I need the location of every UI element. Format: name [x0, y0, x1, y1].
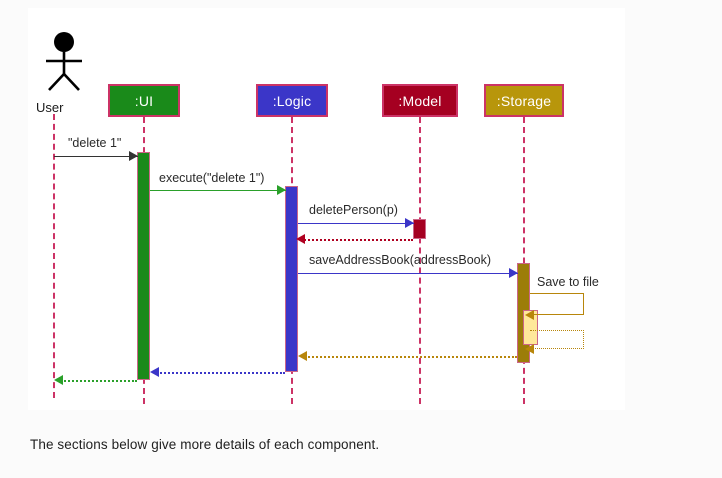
self-return-bracket-storage [530, 330, 584, 349]
lifeline-model [419, 117, 421, 404]
participant-model-label: :Model [398, 92, 442, 109]
message-line-save-address-book [298, 273, 518, 274]
message-arrowhead-delete-1 [129, 151, 138, 161]
self-return-arrowhead-storage [525, 344, 534, 354]
message-arrowhead-delete-person [405, 218, 414, 228]
lifeline-storage [523, 117, 525, 404]
message-arrowhead-ui-return [54, 375, 63, 385]
activation-bar-model [413, 219, 426, 239]
actor-user-label: User [36, 100, 64, 115]
self-call-bracket-save-to-file [530, 293, 584, 315]
message-label-save-address-book: saveAddressBook(addressBook) [309, 253, 492, 267]
message-line-delete-1 [54, 156, 138, 157]
message-arrowhead-storage-return [298, 351, 307, 361]
stick-figure-icon [46, 32, 82, 91]
message-line-delete-person [298, 223, 414, 224]
message-line-logic-return [157, 372, 285, 374]
message-line-execute [150, 190, 286, 191]
activation-bar-logic [285, 186, 298, 372]
message-label-execute: execute("delete 1") [159, 171, 265, 185]
message-arrowhead-execute [277, 185, 286, 195]
participant-ui-label: :UI [134, 92, 154, 109]
message-line-model-return [301, 239, 413, 241]
message-label-delete-person: deletePerson(p) [309, 203, 398, 217]
message-line-storage-return [305, 356, 517, 358]
participant-ui[interactable]: :UI [108, 84, 180, 117]
participant-logic-label: :Logic [272, 92, 312, 109]
participant-storage[interactable]: :Storage [484, 84, 564, 117]
message-arrowhead-save-address-book [509, 268, 518, 278]
message-label-save-to-file: Save to file [537, 275, 599, 289]
participant-storage-label: :Storage [496, 92, 552, 109]
message-line-ui-return [61, 380, 137, 382]
participant-logic[interactable]: :Logic [256, 84, 328, 117]
message-label-delete-1: "delete 1" [68, 136, 122, 150]
participant-model[interactable]: :Model [382, 84, 458, 117]
actor-user [38, 30, 90, 97]
sequence-diagram-canvas: User :UI :Logic :Model :Storage "delete … [28, 8, 625, 410]
message-arrowhead-model-return [296, 234, 305, 244]
lifeline-user [53, 114, 55, 398]
self-call-arrowhead-save-to-file [525, 310, 534, 320]
message-arrowhead-logic-return [150, 367, 159, 377]
activation-bar-ui [137, 152, 150, 380]
caption-text: The sections below give more details of … [30, 437, 380, 452]
